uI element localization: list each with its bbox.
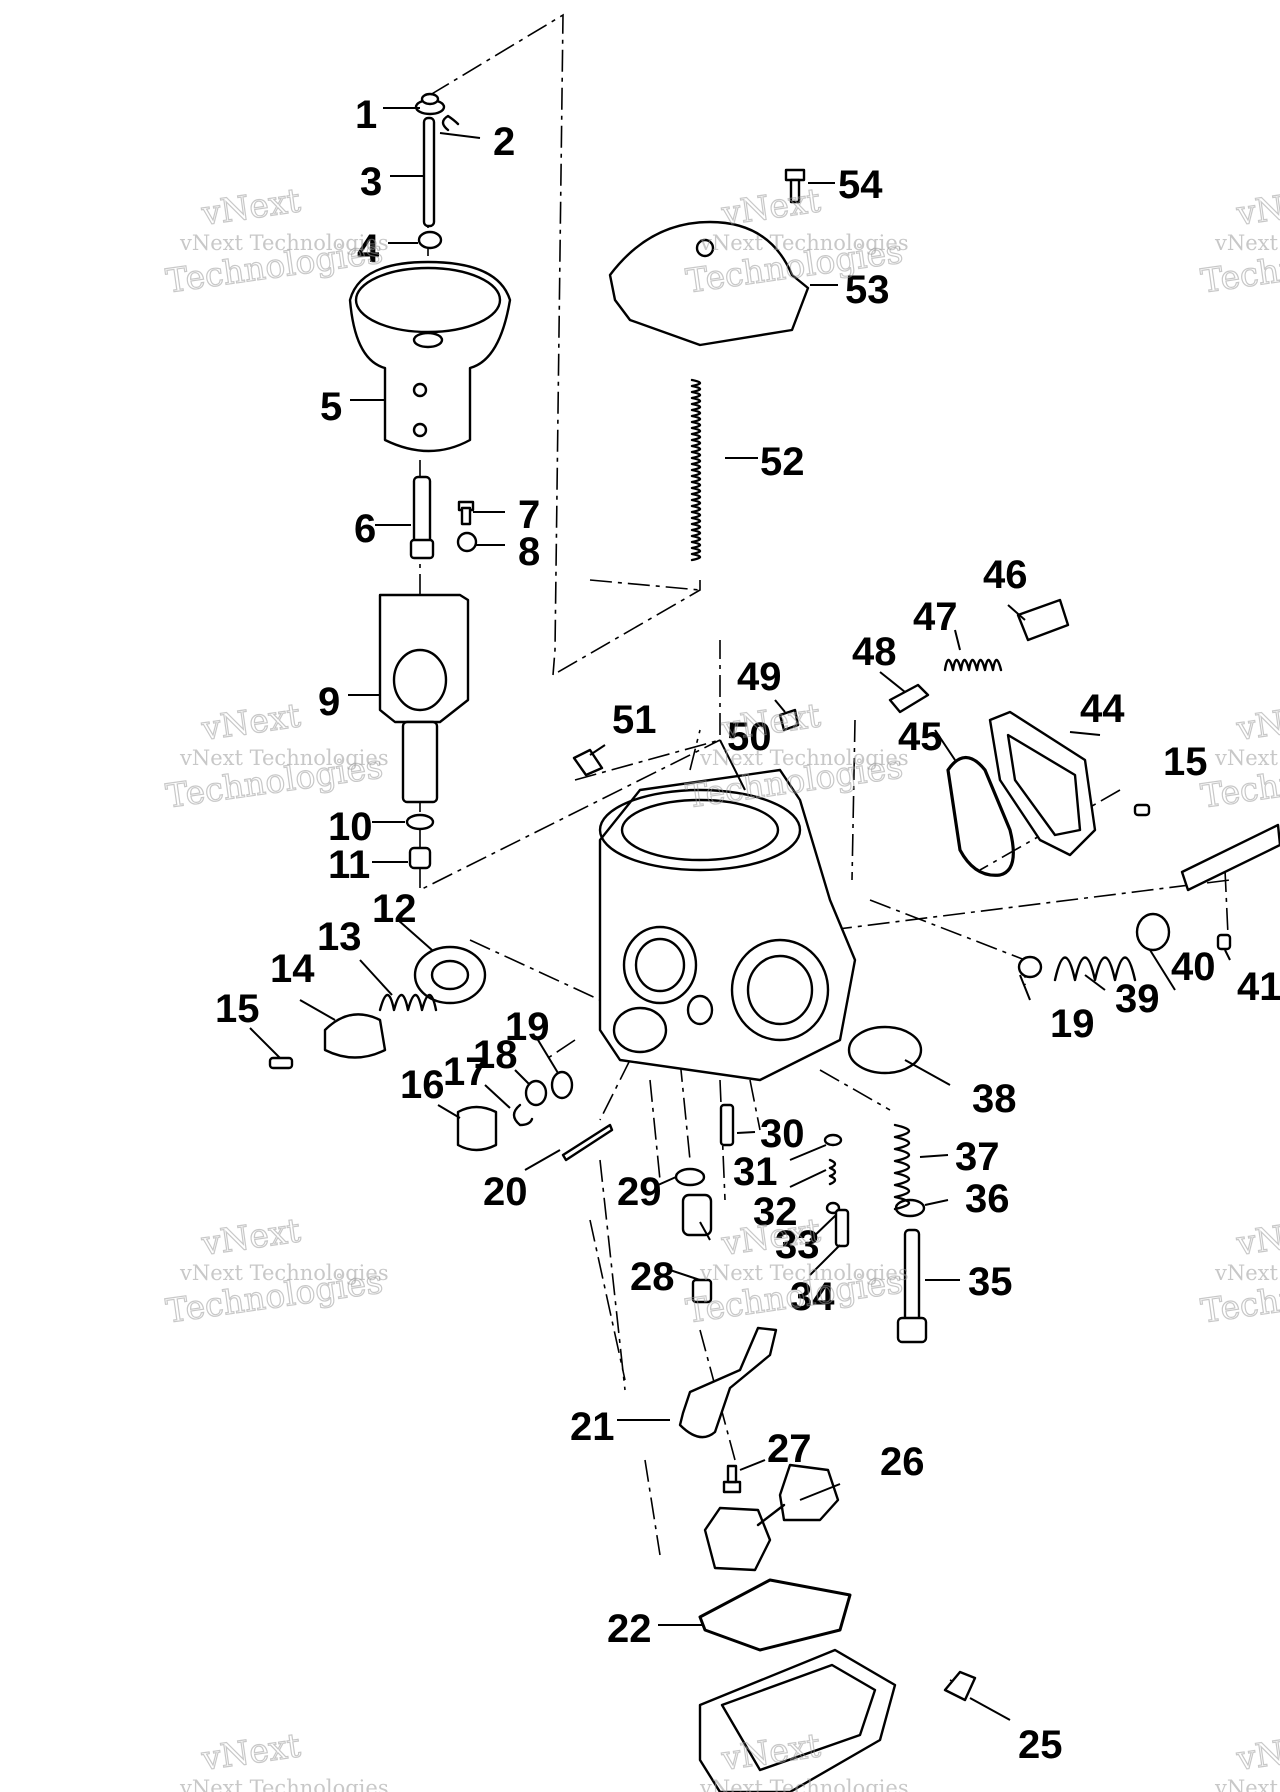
callout-19a: 19 xyxy=(505,1005,550,1049)
callout-40: 40 xyxy=(1171,945,1216,989)
callout-31: 31 xyxy=(733,1150,778,1194)
callout-29: 29 xyxy=(617,1170,662,1214)
callout-48: 48 xyxy=(852,630,897,674)
callout-16: 16 xyxy=(400,1063,445,1107)
svg-text:vNext Technologies: vNext Technologies xyxy=(179,746,389,770)
callout-21: 21 xyxy=(570,1405,615,1449)
svg-text:vNext: vNext xyxy=(198,695,302,748)
svg-text:vNext: vNext xyxy=(718,695,822,748)
svg-text:vNext: vNext xyxy=(198,1210,302,1263)
callout-27: 27 xyxy=(767,1427,812,1471)
parts xyxy=(268,92,1280,1792)
watermark: vNext vNext Technologies xyxy=(179,1725,389,1792)
svg-text:vNext Technologies: vNext Technologies xyxy=(1214,746,1280,770)
callout-52: 52 xyxy=(760,440,805,484)
leader-lines xyxy=(249,107,1231,1721)
callout-14: 14 xyxy=(270,947,315,991)
watermark: vNext vNext Technologies Technologies xyxy=(1198,1210,1280,1331)
callout-9: 9 xyxy=(318,680,340,724)
callout-15b: 15 xyxy=(1163,740,1208,784)
callout-44: 44 xyxy=(1080,687,1125,731)
svg-text:vNext Technologies: vNext Technologies xyxy=(179,231,389,255)
callout-4: 4 xyxy=(357,227,380,271)
callout-37: 37 xyxy=(955,1135,1000,1179)
callout-39: 39 xyxy=(1115,977,1160,1021)
svg-text:vNext: vNext xyxy=(198,180,302,233)
callout-12: 12 xyxy=(372,887,417,931)
callout-11: 11 xyxy=(328,843,370,887)
callout-5: 5 xyxy=(320,385,342,429)
callout-1: 1 xyxy=(355,93,377,137)
callout-51: 51 xyxy=(612,698,657,742)
watermark: vNext vNext Technologies Technologies xyxy=(683,695,909,816)
callout-36: 36 xyxy=(965,1177,1010,1221)
callout-49: 49 xyxy=(737,655,782,699)
svg-text:vNext: vNext xyxy=(1233,180,1280,233)
svg-text:vNext: vNext xyxy=(718,180,822,233)
watermark: vNext vNext Technologies Technologies xyxy=(1198,180,1280,301)
svg-text:vNext Technologies: vNext Technologies xyxy=(1214,1776,1280,1792)
callout-30: 30 xyxy=(760,1112,805,1156)
callout-numbers: 1 2 3 4 5 6 7 8 9 10 11 12 13 14 15 15 1… xyxy=(215,93,1280,1767)
watermark: vNext vNext Technologies xyxy=(1214,1725,1280,1792)
svg-text:vNext: vNext xyxy=(1233,1725,1280,1778)
callout-26: 26 xyxy=(880,1440,925,1484)
svg-text:vNext Technologies: vNext Technologies xyxy=(179,1776,389,1792)
svg-text:vNext Technologies: vNext Technologies xyxy=(699,746,909,770)
callout-15a: 15 xyxy=(215,987,260,1031)
callout-2: 2 xyxy=(493,120,515,164)
watermark: vNext vNext Technologies Technologies xyxy=(163,695,389,816)
callout-54: 54 xyxy=(838,163,883,207)
callout-41: 41 xyxy=(1237,965,1280,1009)
svg-text:vNext Technologies: vNext Technologies xyxy=(179,1261,389,1285)
callout-25: 25 xyxy=(1018,1723,1063,1767)
callout-38: 38 xyxy=(972,1077,1017,1121)
callout-6: 6 xyxy=(354,507,376,551)
callout-32: 32 xyxy=(753,1190,798,1234)
callout-10: 10 xyxy=(328,805,373,849)
callout-47: 47 xyxy=(913,595,958,639)
callout-33: 33 xyxy=(775,1223,820,1267)
svg-text:vNext Technologies: vNext Technologies xyxy=(699,1261,909,1285)
svg-text:vNext Technologies: vNext Technologies xyxy=(699,1776,909,1792)
callout-28: 28 xyxy=(630,1255,675,1299)
callout-45: 45 xyxy=(898,715,943,759)
callout-19b: 19 xyxy=(1050,1002,1095,1046)
callout-53: 53 xyxy=(845,268,890,312)
assembly-lines xyxy=(419,13,1231,1691)
callout-20: 20 xyxy=(483,1170,528,1214)
callout-7: 7 xyxy=(518,493,540,537)
callout-34: 34 xyxy=(790,1275,835,1319)
callout-22: 22 xyxy=(607,1607,652,1651)
svg-text:vNext: vNext xyxy=(1233,695,1280,748)
callout-18: 18 xyxy=(473,1033,518,1077)
callout-46: 46 xyxy=(983,553,1028,597)
watermark: vNext vNext Technologies Technologies xyxy=(163,1210,389,1331)
svg-text:vNext: vNext xyxy=(198,1725,302,1778)
callout-17: 17 xyxy=(443,1050,488,1094)
callout-50: 50 xyxy=(727,715,772,759)
svg-text:vNext Technologies: vNext Technologies xyxy=(1214,1261,1280,1285)
callout-35: 35 xyxy=(968,1260,1013,1304)
callout-13: 13 xyxy=(317,915,362,959)
callout-3: 3 xyxy=(360,160,382,204)
watermark: vNext vNext Technologies Technologies xyxy=(163,180,389,301)
svg-text:vNext: vNext xyxy=(1233,1210,1280,1263)
svg-text:vNext Technologies: vNext Technologies xyxy=(1214,231,1280,255)
callout-8: 8 xyxy=(518,530,540,574)
svg-text:vNext Technologies: vNext Technologies xyxy=(699,231,909,255)
